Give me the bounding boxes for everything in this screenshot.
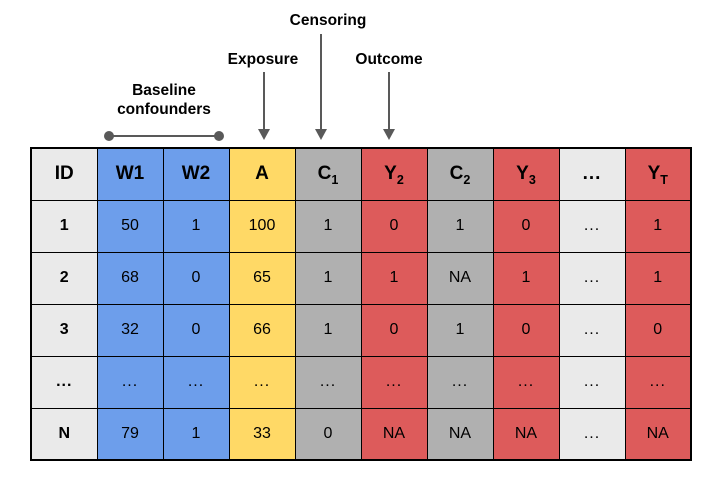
arrow-down-icon-exposure xyxy=(257,72,271,140)
cell-yt: 1 xyxy=(624,251,692,305)
cell-dots: ... xyxy=(558,199,626,253)
column-header-yt: YT xyxy=(624,147,692,201)
cell-id: 1 xyxy=(30,199,98,253)
cell-a: 66 xyxy=(228,303,296,357)
cell-y3: ... xyxy=(492,355,560,409)
cell-a: 100 xyxy=(228,199,296,253)
cell-y3: 0 xyxy=(492,199,560,253)
column-header-w1: W1 xyxy=(96,147,164,201)
cell-a: 65 xyxy=(228,251,296,305)
cell-yt: ... xyxy=(624,355,692,409)
bracket-bar xyxy=(109,135,219,137)
column-header-id: ID xyxy=(30,147,98,201)
cell-y2: ... xyxy=(360,355,428,409)
cell-w1: 32 xyxy=(96,303,164,357)
cell-w1: 79 xyxy=(96,407,164,461)
cell-yt: NA xyxy=(624,407,692,461)
cell-id: N xyxy=(30,407,98,461)
cell-y2: NA xyxy=(360,407,428,461)
cell-w2: 0 xyxy=(162,251,230,305)
arrow-shaft xyxy=(320,34,322,129)
cell-id: 3 xyxy=(30,303,98,357)
column-header-a: A xyxy=(228,147,296,201)
column-header-y2: Y2 xyxy=(360,147,428,201)
annotation-label-exposure: Exposure xyxy=(227,51,299,68)
cell-w2: 0 xyxy=(162,303,230,357)
cell-y3: NA xyxy=(492,407,560,461)
arrow-shaft xyxy=(263,72,265,129)
arrow-shaft xyxy=(388,72,390,129)
cell-w2: ... xyxy=(162,355,230,409)
cell-y3: 1 xyxy=(492,251,560,305)
arrow-head xyxy=(383,129,395,140)
cell-c1: ... xyxy=(294,355,362,409)
table-row: .............................. xyxy=(30,355,692,409)
cell-c2: NA xyxy=(426,407,494,461)
cell-w2: 1 xyxy=(162,199,230,253)
cell-y2: 0 xyxy=(360,303,428,357)
cell-dots: ... xyxy=(558,407,626,461)
cell-c2: 1 xyxy=(426,199,494,253)
column-header-dots: ... xyxy=(558,147,626,201)
annotation-label-outcome: Outcome xyxy=(355,51,423,68)
cell-id: 2 xyxy=(30,251,98,305)
cell-y2: 1 xyxy=(360,251,428,305)
arrow-head xyxy=(315,129,327,140)
arrow-down-icon-censoring xyxy=(314,34,328,140)
cell-c1: 0 xyxy=(294,407,362,461)
cell-c1: 1 xyxy=(294,303,362,357)
cell-c1: 1 xyxy=(294,199,362,253)
cell-w2: 1 xyxy=(162,407,230,461)
cell-a: ... xyxy=(228,355,296,409)
arrow-down-icon-outcome xyxy=(382,72,396,140)
cell-dots: ... xyxy=(558,355,626,409)
annotation-label-censoring: Censoring xyxy=(289,12,367,29)
annotation-label-baseline-confounders: Baseline confounders xyxy=(117,82,211,118)
cell-c2: NA xyxy=(426,251,494,305)
baseline-confounders-bracket xyxy=(104,130,224,142)
column-header-c2: C2 xyxy=(426,147,494,201)
cell-id: ... xyxy=(30,355,98,409)
cell-w1: 68 xyxy=(96,251,164,305)
cell-y3: 0 xyxy=(492,303,560,357)
bracket-dot-right xyxy=(214,131,224,141)
column-header-w2: W2 xyxy=(162,147,230,201)
cell-w1: 50 xyxy=(96,199,164,253)
column-header-c1: C1 xyxy=(294,147,362,201)
cell-y2: 0 xyxy=(360,199,428,253)
arrow-head xyxy=(258,129,270,140)
cell-a: 33 xyxy=(228,407,296,461)
column-header-y3: Y3 xyxy=(492,147,560,201)
cell-w1: ... xyxy=(96,355,164,409)
cell-c1: 1 xyxy=(294,251,362,305)
cell-dots: ... xyxy=(558,251,626,305)
cell-yt: 0 xyxy=(624,303,692,357)
cell-dots: ... xyxy=(558,303,626,357)
cell-c2: ... xyxy=(426,355,494,409)
cell-yt: 1 xyxy=(624,199,692,253)
cell-c2: 1 xyxy=(426,303,494,357)
